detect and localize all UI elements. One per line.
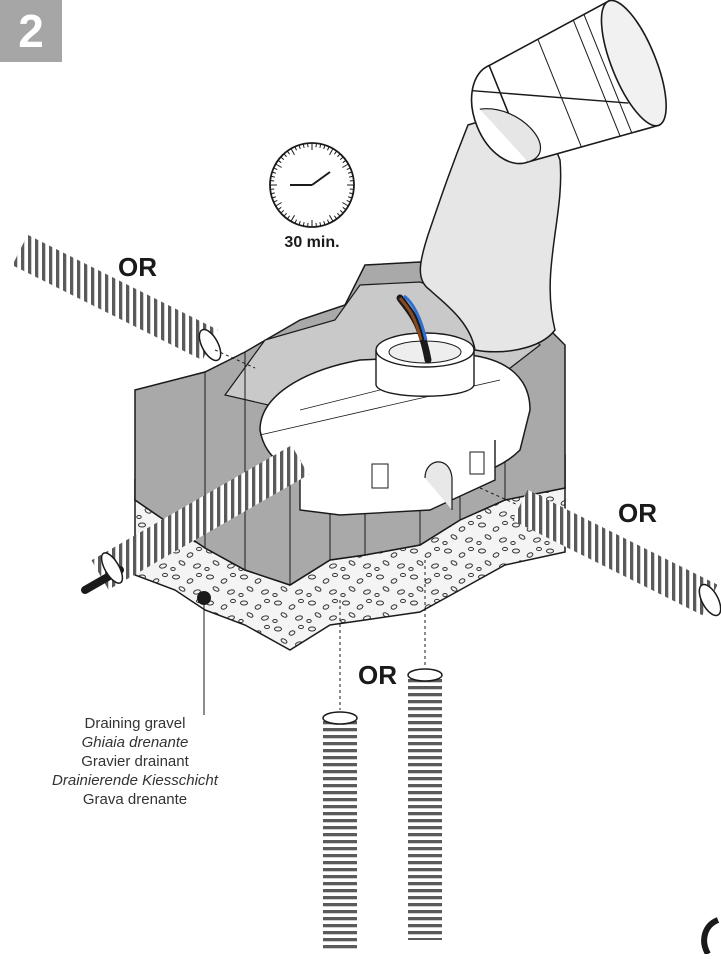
clock-icon — [270, 143, 354, 227]
conduit-vertical-1 — [323, 600, 357, 950]
corner-mark — [704, 920, 718, 954]
legend-line-it: Ghiaia drenante — [0, 733, 270, 752]
legend-line-fr: Gravier drainant — [0, 752, 270, 771]
conduit-vertical-2 — [408, 560, 442, 940]
legend-line-es: Grava drenante — [0, 790, 270, 809]
or-label-bottom: OR — [358, 660, 397, 691]
gravel-legend: Draining gravel Ghiaia drenante Gravier … — [0, 714, 270, 809]
legend-line-de: Drainierende Kiesschicht — [0, 771, 270, 790]
legend-line-en: Draining gravel — [0, 714, 270, 733]
step-number-badge: 2 — [0, 0, 62, 62]
clock-duration-label: 30 min. — [272, 234, 352, 252]
or-label-top-left: OR — [118, 252, 157, 283]
or-label-right: OR — [618, 498, 657, 529]
